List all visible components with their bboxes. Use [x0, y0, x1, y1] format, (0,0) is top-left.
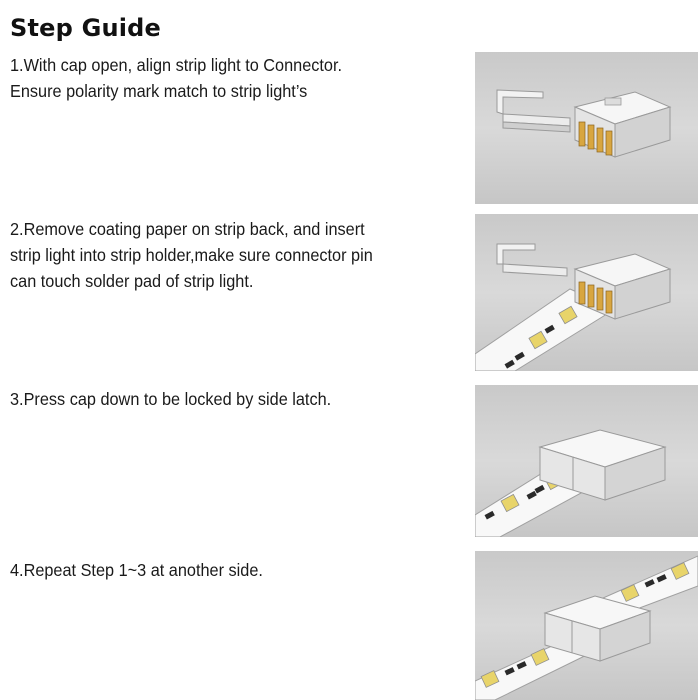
step-2-line-3: can touch solder pad of strip light.: [10, 271, 254, 291]
connector-double-side-icon: [475, 555, 698, 700]
step-1-illustration: [475, 52, 698, 204]
step-1-line-2: Ensure polarity mark match to strip ligh…: [10, 81, 308, 101]
step-3-text: 3.Press cap down to be locked by side la…: [10, 386, 433, 412]
step-4-line-1: 4.Repeat Step 1~3 at another side.: [10, 560, 263, 580]
step-1-line-1: 1.With cap open, align strip light to Co…: [10, 55, 343, 75]
step-2-line-2: strip light into strip holder,make sure …: [10, 245, 373, 265]
step-2-illustration: [475, 214, 698, 371]
connector-open-cap-icon: [496, 89, 672, 158]
step-3-line-1: 3.Press cap down to be locked by side la…: [10, 389, 332, 409]
step-3-illustration: [475, 385, 698, 537]
step-1-text: 1.With cap open, align strip light to Co…: [10, 52, 433, 104]
step-4-text: 4.Repeat Step 1~3 at another side.: [10, 557, 433, 583]
step-2-line-1: 2.Remove coating paper on strip back, an…: [10, 219, 365, 239]
connector-strip-inserted-icon: [475, 243, 672, 371]
step-4-illustration: [475, 551, 698, 700]
step-2-text: 2.Remove coating paper on strip back, an…: [10, 216, 433, 294]
connector-cap-closed-icon: [475, 429, 667, 537]
page-title: Step Guide: [10, 14, 162, 42]
